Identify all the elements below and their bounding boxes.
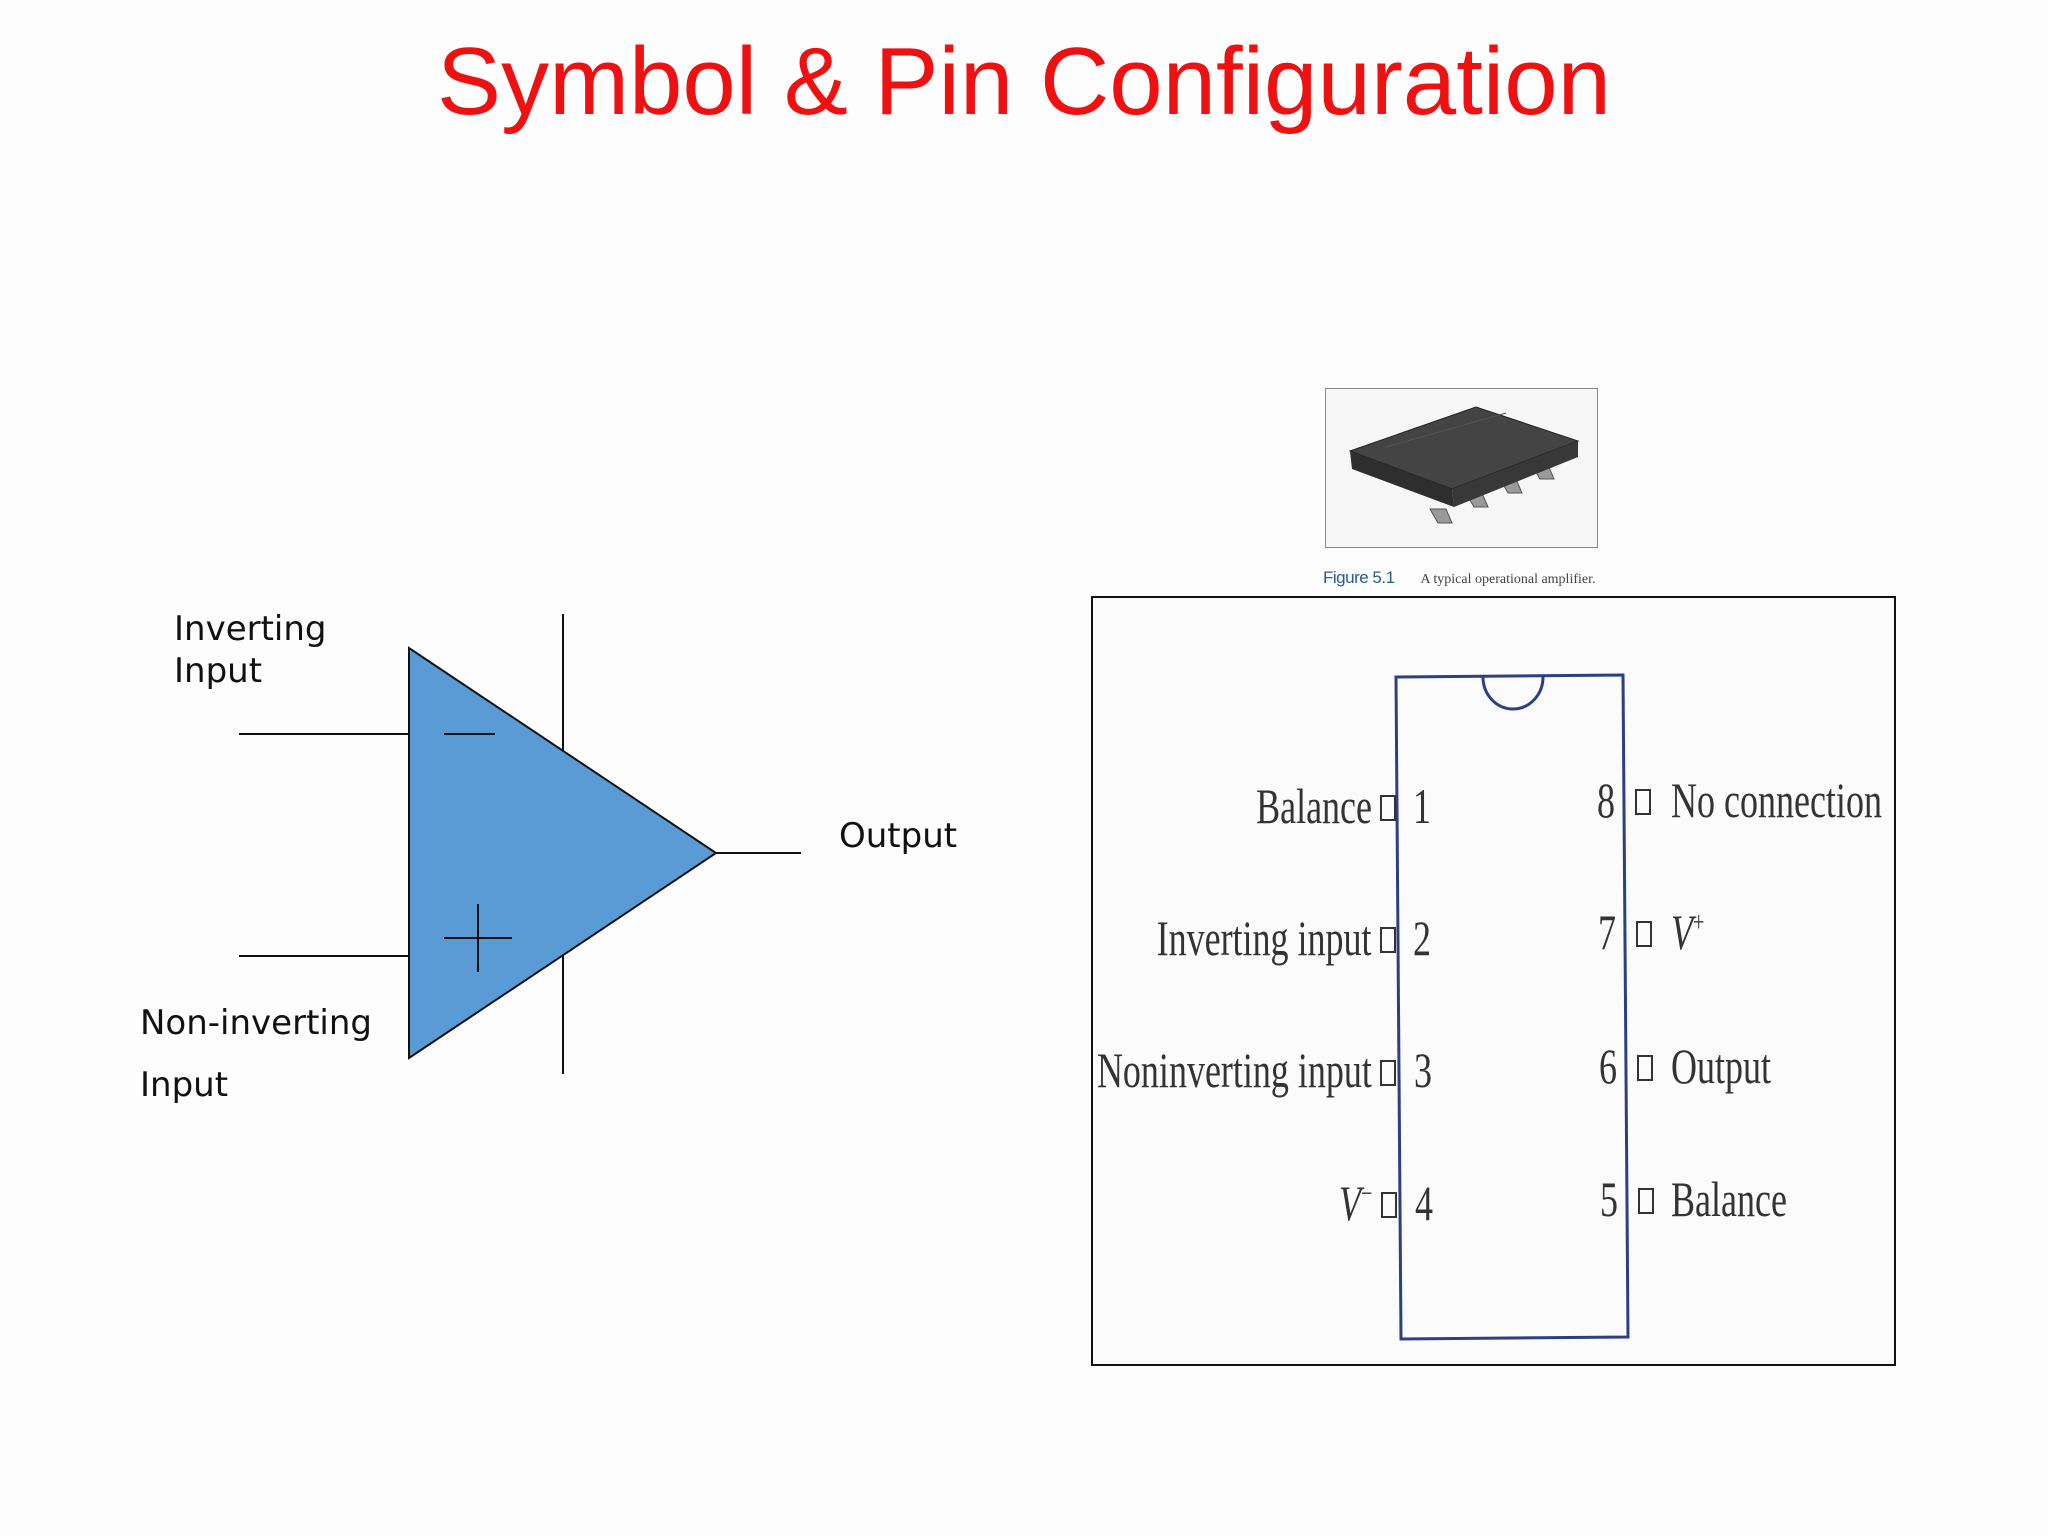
dip-package-outline	[1380, 673, 1654, 1341]
pin-4-label-text: V	[1338, 1175, 1361, 1231]
pin-1-label: Balance	[1256, 778, 1372, 834]
opamp-chip-photo	[1325, 388, 1598, 548]
slide-title: Symbol & Pin Configuration	[437, 28, 1611, 135]
pin-7-number: 7	[1598, 904, 1616, 960]
pin-5-number: 5	[1600, 1171, 1618, 1227]
noninverting-input-label: Non-inverting	[140, 1003, 372, 1043]
pin-1-number: 1	[1413, 778, 1431, 834]
pin-7-label: V+	[1671, 904, 1704, 960]
output-label: Output	[839, 816, 958, 856]
pin-2-label: Inverting input	[1157, 910, 1372, 966]
pin-8-label: No connection	[1671, 772, 1882, 828]
pin-7-label-sup: +	[1692, 907, 1705, 939]
pin-2-number: 2	[1413, 910, 1431, 966]
chip-package-icon	[1348, 406, 1580, 524]
pin-5-label: Balance	[1671, 1171, 1787, 1227]
pin-7-label-text: V	[1671, 904, 1693, 960]
inverting-input-label-line2: Input	[174, 651, 263, 691]
pin-4-label-sup: −	[1360, 1178, 1372, 1210]
figure-number: Figure 5.1	[1323, 568, 1395, 587]
pin-6-label: Output	[1671, 1038, 1772, 1094]
pin-6-number: 6	[1599, 1038, 1617, 1094]
pin-3-number: 3	[1414, 1042, 1432, 1098]
figure-caption: Figure 5.1 A typical operational amplifie…	[1323, 568, 1596, 588]
pin-configuration-diagram: Balance Inverting input Noninverting inp…	[1091, 596, 1896, 1366]
pin-4-number: 4	[1415, 1175, 1433, 1231]
pin-3-label: Noninverting input	[1097, 1042, 1372, 1098]
pin-8-number: 8	[1597, 772, 1615, 828]
figure-caption-text: A typical operational amplifier.	[1420, 572, 1596, 587]
noninverting-input-label-line2: Input	[140, 1065, 229, 1105]
opamp-triangle	[408, 646, 718, 1060]
inverting-input-label: Inverting	[174, 609, 327, 649]
pin-4-label: V−	[1339, 1175, 1372, 1231]
